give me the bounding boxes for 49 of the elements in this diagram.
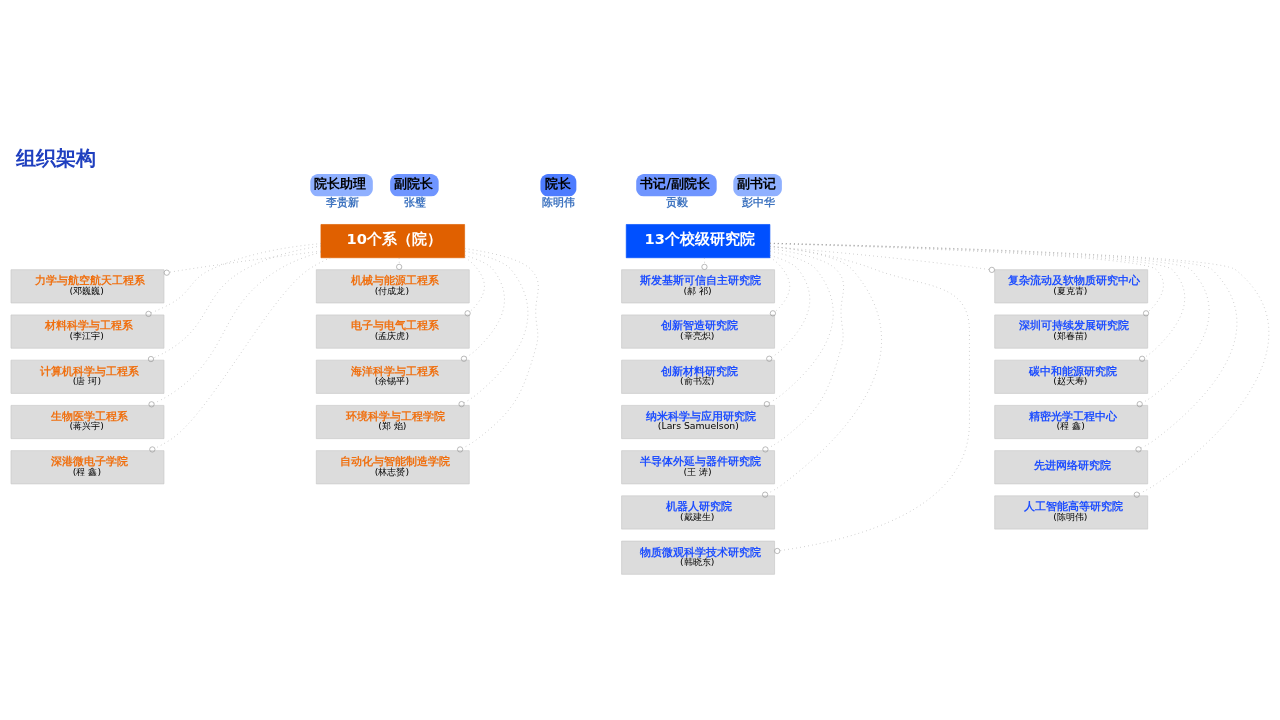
node-box: 斯发基斯可信自主研究院 (郝 祁)	[621, 268, 775, 303]
node-box: 机械与能源工程系 (付成龙)	[315, 268, 470, 303]
node-box: 精密光学工程中心 (程 鑫)	[994, 404, 1149, 439]
connector	[458, 250, 529, 407]
node-box: 人工智能高等研究院 (陈明伟)	[994, 495, 1149, 529]
node-box: 物质微观科学技术研究院 (韩晓东)	[621, 540, 775, 575]
node-box: 纳米科学与应用研究院 (Lars Samuelson)	[621, 404, 775, 439]
connector	[148, 251, 322, 407]
node-box: 10个系（院）	[320, 223, 465, 258]
connector	[769, 242, 1164, 316]
connector	[769, 245, 995, 273]
connector	[149, 257, 331, 452]
node-box: 深港微电子学院 (程 鑫)	[10, 449, 165, 484]
node-box: 深圳可持续发展研究院 (郑春苗)	[994, 314, 1149, 349]
node-box: 先进网络研究院	[994, 449, 1149, 484]
node-box: 碳中和能源研究院 (赵天寿)	[994, 359, 1149, 394]
connector	[147, 245, 322, 362]
node-box: 海洋科学与工程系 (余锡平)	[315, 359, 470, 394]
node-box: 13个校级研究院	[625, 223, 771, 258]
node-box: 力学与航空航天工程系 (邓巍巍)	[10, 268, 165, 303]
connector	[762, 245, 882, 498]
node-box: 半导体外延与器件研究院 (王 涛)	[621, 449, 775, 484]
node-box: 计算机科学与工程系 (唐 珂)	[10, 359, 165, 394]
connector	[769, 256, 791, 316]
connector	[464, 256, 485, 316]
connector	[769, 242, 1238, 452]
node-box: 生物医学工程系 (蒋兴宇)	[10, 404, 165, 439]
connector	[769, 245, 970, 554]
node-box: 机器人研究院 (戴建生)	[621, 495, 775, 529]
connector	[769, 242, 1185, 362]
node-box: 电子与电气工程系 (孟庆虎)	[315, 314, 470, 349]
node-box: 材料科学与工程系 (李江宇)	[10, 314, 165, 349]
connector	[145, 242, 322, 317]
connector	[769, 242, 1210, 407]
connector	[701, 257, 708, 270]
node-box: 复杂流动及软物质研究中心 (夏克青)	[994, 268, 1149, 303]
node-box: 自动化与智能制造学院 (林志赟)	[315, 449, 470, 484]
node-box: 创新智造研究院 (章亮炽)	[621, 314, 775, 349]
connector	[457, 247, 539, 452]
diagram-title: 组织架构	[16, 145, 97, 170]
connector	[766, 254, 811, 362]
connector	[163, 250, 322, 276]
connector	[396, 257, 403, 270]
node-box: 环境科学与工程学院 (郑 焰)	[315, 404, 470, 439]
connector	[762, 247, 844, 452]
connector	[769, 242, 1269, 498]
node-box: 创新材料研究院 (俞书宏)	[621, 359, 775, 394]
connector	[763, 250, 834, 407]
connector	[460, 254, 505, 362]
